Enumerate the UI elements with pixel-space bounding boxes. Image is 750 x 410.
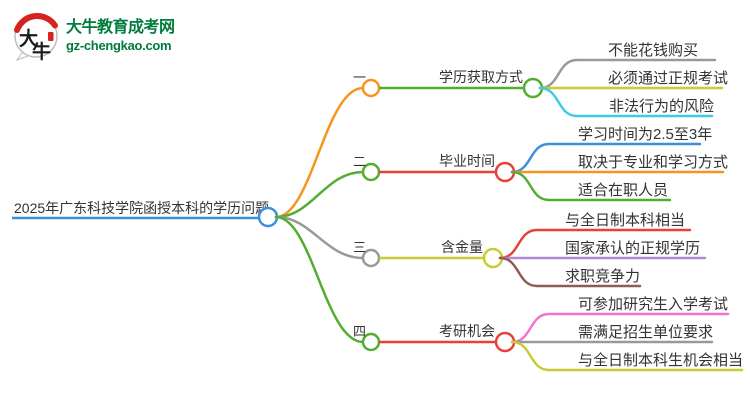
leaf-label-2-1: 学习时间为2.5至3年 — [578, 126, 712, 143]
leaf-label-3-1: 与全日制本科相当 — [565, 211, 685, 229]
leaf-label-2-2: 取决于专业和学习方式 — [578, 154, 728, 171]
leaf-label-3-3: 求职竞争力 — [565, 267, 640, 285]
site-logo: 大 牛 大牛教育成考网 gz-chengkao.com — [12, 10, 175, 62]
logo-red-seal — [48, 32, 54, 41]
branch-connector-3 — [274, 215, 365, 260]
branch-topic-label-4: 考研机会 — [439, 323, 495, 339]
site-domain: gz-chengkao.com — [66, 37, 172, 53]
branch-number-label-2: 二 — [353, 154, 366, 169]
leaf-label-1-1: 不能花钱购买 — [608, 42, 698, 59]
branch-connector-2 — [274, 170, 365, 219]
root-node-circle — [257, 206, 279, 228]
leaf-label-2-3: 适合在职人员 — [578, 182, 668, 199]
branch-topic-label-3: 含金量 — [441, 239, 483, 255]
leaf-label-4-2: 需满足招生单位要求 — [578, 324, 713, 341]
branch-topic-label-1: 学历获取方式 — [439, 69, 523, 85]
logo-char-bottom: 牛 — [32, 40, 51, 62]
branch-connector-4 — [274, 215, 365, 344]
leaf-label-4-3: 与全日制本科生机会相当 — [578, 351, 743, 369]
logo-red-arc — [14, 13, 58, 33]
logo-char-top: 大 — [19, 27, 38, 50]
leaf-line-1-3 — [538, 86, 714, 118]
leaf-line-2-3 — [510, 170, 672, 202]
branch-number-label-4: 四 — [353, 324, 366, 339]
site-name: 大牛教育成考网 — [66, 19, 175, 37]
branch-topic-label-2: 毕业时间 — [439, 153, 495, 169]
leaf-label-1-3: 非法行为的风险 — [609, 98, 714, 115]
leaf-label-1-2: 必须通过正规考试 — [608, 70, 728, 87]
leaf-line-4-3 — [510, 340, 744, 372]
branch-connector-1 — [274, 86, 365, 219]
logo-text-block: 大牛教育成考网 gz-chengkao.com — [66, 19, 175, 53]
daniu-bull-logo-icon: 大 牛 — [14, 13, 58, 62]
branch-number-label-1: 一 — [353, 70, 366, 85]
leaf-label-3-2: 国家承认的正规学历 — [565, 240, 700, 257]
leaf-line-3-3 — [498, 256, 642, 288]
root-topic-label: 2025年广东科技学院函授本科的学历问题 — [14, 200, 269, 216]
branch-number-label-3: 三 — [353, 240, 366, 255]
leaf-label-4-1: 可参加研究生入学考试 — [578, 296, 728, 313]
